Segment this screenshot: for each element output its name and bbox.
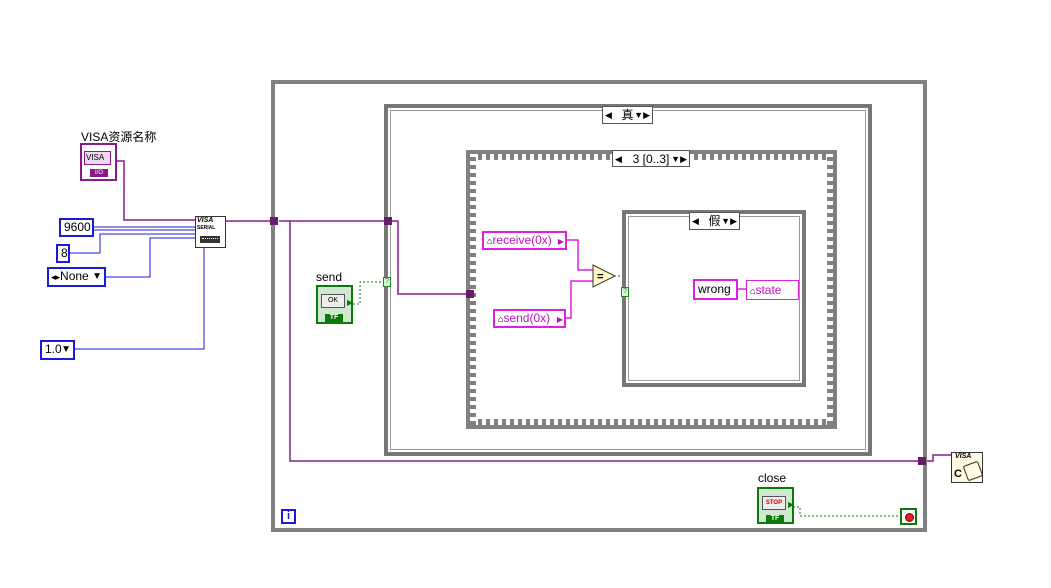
visa-resource-wire — [117, 160, 196, 221]
door-icon — [962, 460, 984, 482]
timeout-value: 1.0 — [45, 342, 62, 356]
parity-wire — [106, 237, 196, 278]
send-wire — [566, 280, 594, 319]
case-middle-value: 3 [0..3] — [632, 152, 670, 166]
stop-bool-wire — [793, 506, 900, 517]
receive-local-variable[interactable]: ⌂receive(0x) ▶ — [482, 231, 567, 250]
case-outer-selector-terminal: ? — [383, 277, 391, 287]
visa-resource-label: VISA资源名称 — [81, 130, 157, 144]
visa-configure-serial-node[interactable]: VISA SERIAL — [195, 216, 226, 248]
equals-icon: = — [597, 271, 603, 283]
close-stop-button-control[interactable]: STOP ▶ TF — [757, 487, 794, 524]
tf-badge: TF — [325, 314, 343, 322]
timeout-ring-constant[interactable]: 1.0▼ — [40, 340, 75, 360]
case-menu-icon: ▼▶ — [634, 110, 650, 120]
case-menu-icon: ▼▶ — [721, 216, 737, 226]
case-middle-tunnel — [466, 290, 474, 298]
loop-tunnel-right — [918, 457, 926, 465]
timeout-wire — [74, 248, 205, 350]
output-arrow-icon: ▶ — [788, 500, 795, 509]
loop-tunnel-left — [270, 217, 278, 225]
case-inner-value: 假 — [708, 214, 721, 228]
visa-close-node[interactable]: VISA C — [951, 452, 984, 483]
visa-refnum-wire-3 — [392, 220, 468, 295]
case-selector-middle[interactable]: ◀ 3 [0..3]▼▶ — [612, 150, 690, 167]
iteration-terminal: i — [281, 509, 296, 524]
case-inner-selector-terminal: ? — [621, 287, 629, 297]
send-bool-wire — [353, 281, 384, 305]
case-outer-tunnel — [384, 217, 392, 225]
parity-value: None — [60, 269, 89, 283]
data-bits-constant[interactable]: 8 — [56, 244, 70, 263]
visa-io-badge: I/O — [90, 169, 108, 177]
databits-wire — [69, 233, 196, 254]
visa-close-c: C — [954, 468, 962, 480]
equal-comparison-node[interactable]: = — [592, 264, 616, 288]
film-bottom — [470, 419, 833, 425]
film-left — [470, 154, 476, 425]
wrong-string-constant[interactable]: wrong — [693, 279, 738, 300]
tf-badge: TF — [766, 515, 784, 523]
case-menu-icon: ▼▶ — [671, 154, 687, 164]
output-arrow-icon: ▶ — [557, 237, 564, 246]
visa-refnum-wire-close — [926, 454, 952, 462]
case-outer-value: 真 — [621, 108, 634, 122]
numeric-wires — [69, 226, 205, 350]
serial-port-icon — [200, 236, 220, 243]
string-wires — [566, 239, 746, 319]
parity-enum-constant[interactable]: ◂▸None▼ — [47, 267, 106, 287]
loop-condition-terminal[interactable] — [900, 508, 917, 525]
receive-local-label: receive(0x) — [492, 233, 552, 247]
stop-button-icon: STOP — [762, 496, 786, 510]
while-loop[interactable] — [271, 80, 927, 532]
visa-wires — [117, 160, 952, 462]
close-label: close — [758, 471, 787, 485]
baud-rate-constant[interactable]: 9600 — [59, 218, 94, 237]
send-button-control[interactable]: OK ▶ TF — [316, 285, 353, 324]
visa-control-text: VISA — [84, 151, 111, 165]
send-local-variable[interactable]: ⌂send(0x) ▶ — [493, 309, 566, 328]
state-local-label: state — [755, 283, 782, 297]
output-arrow-icon: ▶ — [556, 315, 563, 324]
enum-arrows-icon: ◂▸ — [51, 272, 61, 282]
visa-resource-control[interactable]: VISA I/O — [80, 143, 117, 181]
prev-case-icon: ◀ — [692, 216, 699, 226]
home-icon: ⌂ — [487, 236, 493, 246]
home-icon: ⌂ — [498, 314, 504, 324]
send-local-label: send(0x) — [503, 311, 551, 325]
stop-circle-icon — [905, 513, 914, 522]
film-right — [827, 154, 833, 425]
receive-wire — [567, 239, 594, 271]
prev-case-icon: ◀ — [605, 110, 612, 120]
ok-button-icon: OK — [321, 294, 345, 308]
visa-serial-subtitle: SERIAL — [197, 225, 216, 231]
prev-case-icon: ◀ — [615, 154, 622, 164]
case-selector-outer[interactable]: ◀ 真▼▶ — [602, 106, 653, 124]
visa-close-title: VISA — [955, 453, 972, 460]
case-selector-inner[interactable]: ◀ 假▼▶ — [689, 212, 740, 230]
send-label: send — [316, 270, 343, 284]
home-icon: ⌂ — [750, 286, 756, 296]
visa-refnum-wire-bottom — [289, 221, 920, 462]
state-local-variable[interactable]: ⌂state — [746, 280, 799, 300]
dropdown-arrow-icon: ▼ — [92, 271, 102, 282]
output-arrow-icon: ▶ — [347, 298, 354, 307]
visa-serial-title: VISA — [197, 217, 214, 224]
dropdown-arrow-icon: ▼ — [61, 344, 71, 355]
